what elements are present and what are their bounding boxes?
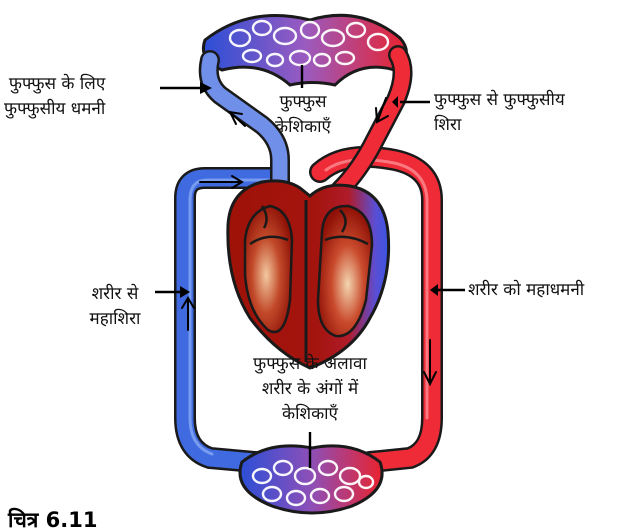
label-body-capillaries-line3: केशिकाएँ [210, 402, 410, 427]
label-body-capillaries-line1: फुफ्फुस के अलावा [210, 352, 410, 377]
label-lung-capillaries: फुफ्फुस केशिकाएँ [258, 90, 348, 140]
label-pulmonary-vein: फुफ्फुस से फुफ्फुसीय शिरा [434, 88, 565, 138]
label-lung-capillaries-line1: फुफ्फुस [258, 90, 348, 115]
label-vena-cava-line1: शरीर से [80, 282, 150, 307]
label-pulmonary-artery-line1: फुफ्फुस के लिए [4, 72, 105, 97]
label-pulmonary-vein-line2: शिरा [434, 113, 565, 138]
label-lung-capillaries-line2: केशिकाएँ [258, 115, 348, 140]
label-body-capillaries: फुफ्फुस के अलावा शरीर के अंगों में केशिक… [210, 352, 410, 427]
figure-caption: चित्र 6.11 [8, 508, 98, 532]
label-body-capillaries-line2: शरीर के अंगों में [210, 377, 410, 402]
label-aorta: शरीर को महाधमनी [468, 278, 584, 303]
label-vena-cava-line2: महाशिरा [80, 307, 150, 332]
label-pulmonary-vein-line1: फुफ्फुस से फुफ्फुसीय [434, 88, 565, 113]
label-vena-cava: शरीर से महाशिरा [80, 282, 150, 332]
label-pulmonary-artery: फुफ्फुस के लिए फुफ्फुसीय धमनी [4, 72, 105, 122]
label-pulmonary-artery-line2: फुफ्फुसीय धमनी [4, 97, 105, 122]
